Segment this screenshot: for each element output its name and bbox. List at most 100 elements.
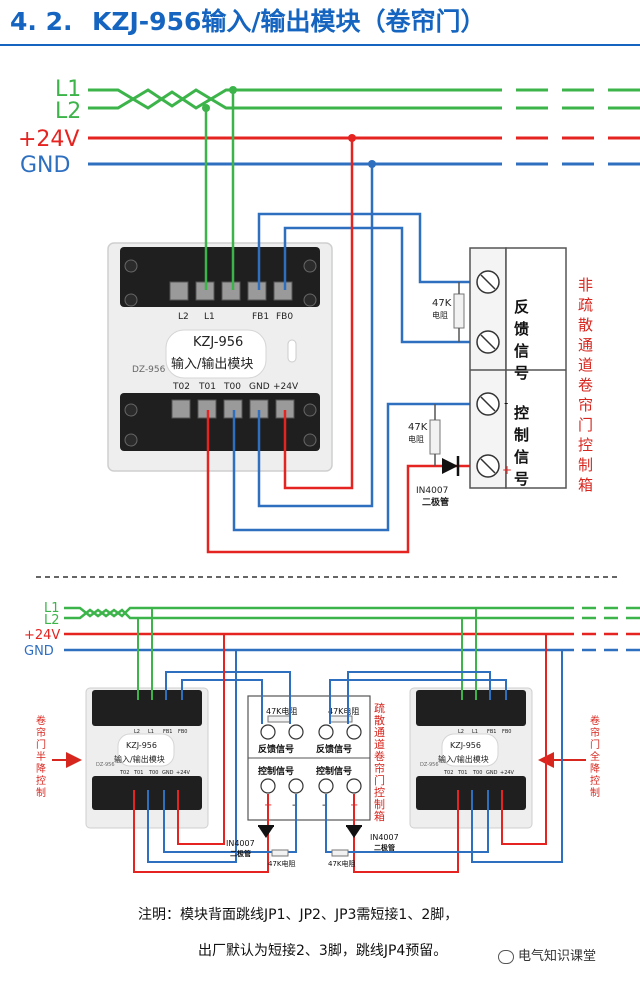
- top-ctl-char-2: 制: [514, 426, 529, 444]
- bl-term-gnd: GND: [162, 770, 174, 776]
- bl-module-name: 输入/输出模块: [114, 754, 165, 764]
- br-upper-terms: L2 L1 FB1 FB0: [458, 729, 512, 735]
- svg-text:门: 门: [36, 738, 46, 751]
- svg-text:控: 控: [590, 774, 600, 787]
- top-module: [107, 242, 333, 472]
- svg-text:帘: 帘: [578, 396, 593, 414]
- svg-text:疏: 疏: [374, 701, 385, 715]
- svg-text:疏: 疏: [578, 296, 593, 314]
- svg-text:箱: 箱: [374, 809, 385, 823]
- svg-text:卷: 卷: [578, 376, 593, 394]
- top-24v-label: +24V: [18, 127, 79, 152]
- top-resistor-2: [429, 404, 441, 466]
- svg-text:通: 通: [374, 726, 385, 739]
- footer-line-1: 注明：模块背面跳线JP1、JP2、JP3需短接1、2脚，: [138, 907, 459, 923]
- br-term-l2: L2: [458, 729, 464, 735]
- top-gnd-label: GND: [20, 153, 70, 178]
- bl-module-model: KZJ-956: [126, 741, 157, 750]
- top-term-gnd: GND: [249, 382, 270, 392]
- svg-text:道: 道: [374, 737, 385, 751]
- top-resistor-1-unit: 电阻: [432, 310, 448, 320]
- cb-title: 疏散通 道卷帘 门控制 箱: [374, 701, 385, 823]
- title-rule: [0, 44, 640, 46]
- footer-line-2: 出厂默认为短接2、3脚，跳线JP4预留。: [198, 943, 448, 959]
- bl-term-t02: T02: [119, 770, 129, 776]
- top-fb-char-3: 信: [514, 342, 529, 360]
- top-box-title: 非疏散 通道卷 帘门控 制箱: [578, 276, 593, 494]
- cb-minus-right: -: [322, 800, 326, 811]
- top-module-model: KZJ-956: [193, 335, 243, 350]
- br-module-model: KZJ-956: [450, 741, 481, 750]
- bl-term-t00: T00: [148, 770, 158, 776]
- br-term-t00: T00: [472, 770, 482, 776]
- bottom-left-module: [85, 687, 209, 829]
- bottom-gnd-label: GND: [24, 644, 54, 659]
- cb-res-bottom-right: 47K电阻: [328, 859, 356, 868]
- svg-text:通: 通: [578, 336, 593, 354]
- top-feedback-label: 反 馈 信 号: [513, 298, 529, 382]
- svg-text:控: 控: [374, 785, 385, 799]
- wechat-icon: [498, 949, 514, 964]
- br-term-fb0: FB0: [502, 729, 512, 735]
- br-term-t01: T01: [457, 770, 467, 776]
- top-resistor-2-value: 47K: [408, 422, 428, 433]
- svg-text:门: 门: [578, 416, 593, 434]
- svg-text:降: 降: [36, 762, 46, 775]
- svg-text:帘: 帘: [374, 761, 385, 775]
- bl-module-base: DZ-956: [96, 762, 115, 768]
- bottom-24v-label: +24V: [24, 628, 60, 643]
- top-fb-char-1: 反: [514, 298, 529, 316]
- top-ctl-char-3: 信: [514, 448, 529, 466]
- cb-res-bottom-left: 47K电阻: [268, 859, 296, 868]
- bl-term-l2: L2: [134, 729, 140, 735]
- top-fb-char-4: 号: [514, 364, 529, 382]
- svg-text:箱: 箱: [578, 476, 593, 494]
- top-resistor-1-value: 47K: [432, 298, 452, 309]
- bl-diode-name: 二极管: [230, 849, 251, 858]
- top-term-l2: L2: [178, 312, 189, 322]
- watermark-text: 电气知识课堂: [518, 949, 597, 964]
- br-term-24v: +24V: [500, 770, 515, 776]
- top-resistor-2-unit: 电阻: [408, 434, 424, 444]
- top-module-name: 输入/输出模块: [171, 356, 253, 372]
- br-term-t02: T02: [443, 770, 453, 776]
- br-term-l1: L1: [472, 729, 478, 735]
- top-term-t02: T02: [172, 382, 190, 392]
- bl-term-fb1: FB1: [163, 729, 173, 735]
- top-control-label: 控 制 信 号: [514, 404, 529, 488]
- top-l1-label: L1: [55, 77, 81, 102]
- top-plus: +: [502, 463, 512, 477]
- top-term-fb1: FB1: [252, 312, 269, 322]
- br-module-base: DZ-956: [420, 762, 439, 768]
- bottom-l1-label: L1: [44, 601, 60, 616]
- bl-term-t01: T01: [133, 770, 143, 776]
- top-ctl-char-4: 号: [514, 470, 529, 488]
- br-lower-terms: T02 T01 T00 GND +24V: [443, 770, 515, 776]
- svg-text:降: 降: [590, 762, 600, 775]
- cb-minus-left: -: [292, 800, 296, 811]
- svg-text:卷: 卷: [36, 714, 46, 727]
- br-term-fb1: FB1: [487, 729, 497, 735]
- bottom-bus: [64, 606, 640, 652]
- svg-text:帘: 帘: [36, 726, 46, 739]
- cb-feedback-left: 反馈信号: [258, 743, 294, 755]
- br-module-name: 输入/输出模块: [438, 754, 489, 764]
- svg-text:制: 制: [374, 798, 385, 811]
- svg-text:全: 全: [590, 750, 600, 763]
- svg-text:帘: 帘: [590, 726, 600, 739]
- top-term-l1: L1: [204, 312, 215, 322]
- svg-text:门: 门: [374, 773, 385, 787]
- bl-term-24v: +24V: [176, 770, 191, 776]
- br-diode-name: 二极管: [374, 843, 395, 852]
- top-l2-label: L2: [55, 99, 81, 124]
- bl-term-l1: L1: [148, 729, 154, 735]
- top-term-t00: T00: [223, 382, 241, 392]
- top-term-t01: T01: [198, 382, 216, 392]
- cb-res-top-left: 47K电阻: [266, 706, 297, 716]
- bottom-l2-label: L2: [44, 613, 60, 628]
- top-bus: [88, 86, 640, 168]
- top-term-fb0: FB0: [276, 312, 293, 322]
- cb-feedback-right: 反馈信号: [316, 743, 352, 755]
- title-text: KZJ-956输入/输出模块（卷帘门）: [92, 7, 486, 36]
- svg-text:控: 控: [578, 436, 593, 454]
